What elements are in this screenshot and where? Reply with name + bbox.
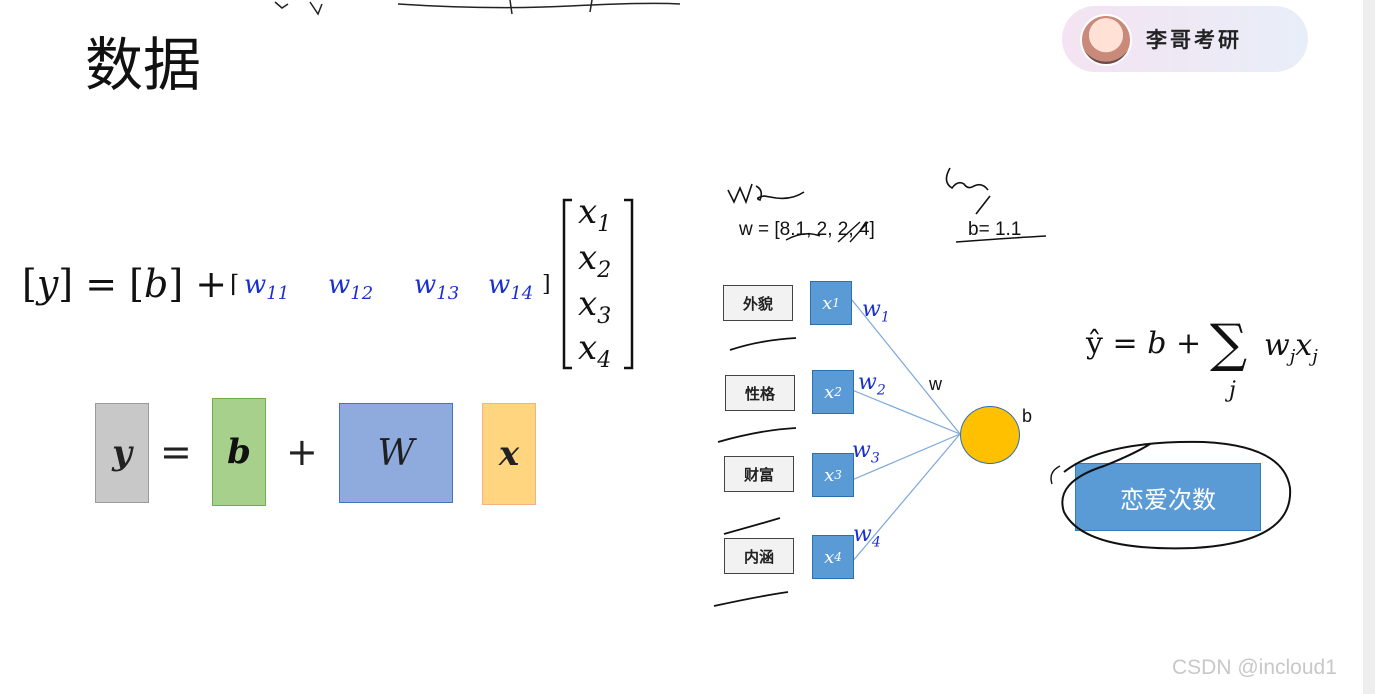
feature-inner-quality: 内涵 (724, 538, 794, 574)
w-box: W (339, 403, 453, 503)
boxes-equals: = (160, 430, 192, 474)
feature-personality: 性格 (725, 375, 795, 411)
w-row-vector: ⌈ w11 w12 w13 w14 ] (230, 270, 550, 304)
edge-label-w: w (929, 374, 942, 395)
eq-b: b (144, 262, 168, 306)
sum-term: wjxj (1264, 328, 1318, 367)
bias-label-b: b (1022, 406, 1032, 427)
eq-plus: + (195, 262, 227, 306)
output-neuron (960, 406, 1020, 464)
boxes-plus: + (286, 430, 318, 474)
eq-bracket: [ (22, 262, 37, 306)
feature-appearance: 外貌 (723, 285, 793, 321)
w11-term: w11 (244, 270, 289, 304)
w13-term: w13 (414, 270, 459, 304)
scrollbar[interactable] (1363, 0, 1375, 694)
eq-equals: = (85, 262, 117, 306)
param-ink-annotations (720, 160, 1060, 250)
weight-label-w2: w2 (858, 370, 886, 398)
x-box: x (482, 403, 536, 505)
weight-label-w1: w1 (862, 297, 890, 325)
x4-term: x4 (578, 328, 611, 373)
weight-label-w4: w4 (853, 522, 881, 550)
weight-label-w3: w3 (852, 438, 880, 466)
sum-symbol: ∑ (1210, 314, 1247, 374)
eq-y: y (37, 262, 58, 306)
top-ink-scribble (270, 0, 700, 22)
x2-term: x2 (578, 238, 611, 283)
x3-term: x3 (578, 284, 611, 329)
x1-term: x1 (578, 192, 611, 237)
b-box: b (212, 398, 266, 506)
page-title: 数据 (85, 18, 201, 102)
sum-index: j (1229, 378, 1236, 403)
feature-wealth: 财富 (724, 456, 794, 492)
matrix-equation: [y] = [b] + (22, 262, 227, 306)
y-box: y (95, 403, 149, 503)
w12-term: w12 (328, 270, 373, 304)
prediction-formula: ŷ = b + (1086, 326, 1201, 361)
w14-term: w14 (488, 270, 533, 304)
avatar (1080, 14, 1132, 66)
output-ink-circle (1044, 432, 1296, 556)
watermark: CSDN @incloud1 (1172, 656, 1337, 680)
badge-label: 李哥考研 (1146, 24, 1242, 54)
